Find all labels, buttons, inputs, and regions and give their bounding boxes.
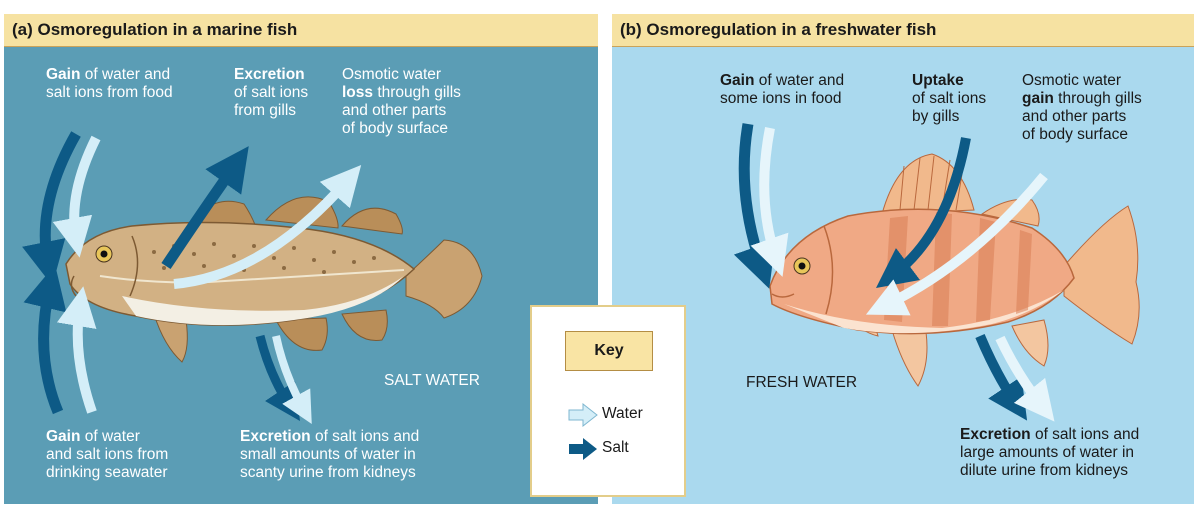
label-salt-water: SALT WATER: [384, 372, 480, 390]
label-fresh-water: FRESH WATER: [746, 374, 857, 392]
cod-body: [66, 222, 414, 325]
label-excretion-gills: Excretion of salt ions from gills: [234, 66, 308, 120]
legend-key: Key Water Salt: [530, 305, 686, 497]
key-salt-label: Salt: [602, 439, 629, 457]
light-arrow-icon: [568, 403, 598, 427]
panel-marine-fish: (a) Osmoregulation in a marine fish Gain…: [4, 14, 598, 504]
label-osmotic-gain: Osmotic water gain through gills and oth…: [1022, 72, 1142, 144]
label-gain-food-fresh: Gain of water and some ions in food: [720, 72, 844, 108]
label-osmotic-loss: Osmotic water loss through gills and oth…: [342, 66, 461, 138]
panel-a-title: (a) Osmoregulation in a marine fish: [4, 14, 598, 47]
panel-b-title: (b) Osmoregulation in a freshwater fish: [612, 14, 1194, 47]
dark-arrow-icon: [568, 437, 598, 461]
key-water-label: Water: [602, 405, 643, 423]
key-title: Key: [565, 331, 653, 371]
label-excretion-urine-marine: Excretion of salt ions and small amounts…: [240, 428, 419, 482]
label-gain-drink: Gain of water and salt ions from drinkin…: [46, 428, 168, 482]
label-uptake-gills: Uptake of salt ions by gills: [912, 72, 986, 126]
label-gain-food-marine: Gain of water and salt ions from food: [46, 66, 173, 102]
panel-freshwater-fish: (b) Osmoregulation in a freshwater fish …: [612, 14, 1194, 504]
label-excretion-urine-fresh: Excretion of salt ions and large amounts…: [960, 426, 1139, 480]
